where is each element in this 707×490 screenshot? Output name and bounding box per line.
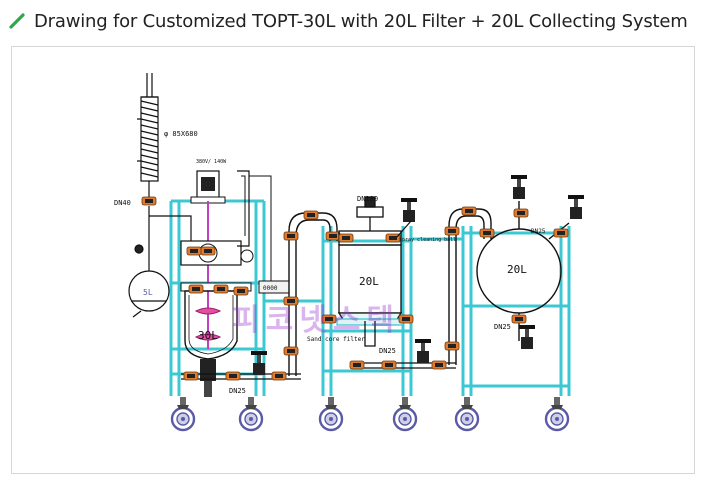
dn100-label: DN100 bbox=[357, 195, 378, 203]
reactor-volume-label: 30L bbox=[198, 329, 218, 342]
filter-20l bbox=[336, 196, 404, 347]
page-title: Drawing for Customized TOPT-30L with 20L… bbox=[34, 10, 688, 32]
flask-volume-label: 5L bbox=[143, 288, 153, 297]
dn40-label: DN40 bbox=[114, 199, 131, 207]
condenser-size-label: φ 85X680 bbox=[164, 130, 198, 138]
pencil-icon bbox=[9, 13, 25, 29]
page-header: Drawing for Customized TOPT-30L with 20L… bbox=[8, 6, 688, 36]
filter-volume-label: 20L bbox=[359, 275, 379, 288]
dn25-right-label: DN25 bbox=[494, 323, 511, 331]
caster-wheels bbox=[170, 395, 570, 432]
flask-5l bbox=[128, 241, 170, 318]
dn25-middle-label: DN25 bbox=[379, 347, 396, 355]
dn25-left-label: DN25 bbox=[229, 387, 246, 395]
sand-core-label: Sand core filter bbox=[307, 336, 365, 343]
reactor-30l bbox=[180, 170, 290, 397]
dn25-top-right-label: DN25 bbox=[531, 228, 546, 235]
watermark: 피코넷스텍 bbox=[232, 303, 400, 338]
motor-label: 380V/ 140W bbox=[196, 159, 227, 165]
reflux-condenser bbox=[137, 73, 192, 241]
diagram-frame: φ 85X680 DN40 5L bbox=[11, 46, 695, 474]
controller-label: 0000 bbox=[263, 285, 278, 292]
receiver-volume-label: 20L bbox=[507, 263, 527, 276]
spray-label: spray cleaning ball bbox=[399, 237, 456, 243]
reactor-system-diagram: φ 85X680 DN40 5L bbox=[114, 73, 584, 432]
